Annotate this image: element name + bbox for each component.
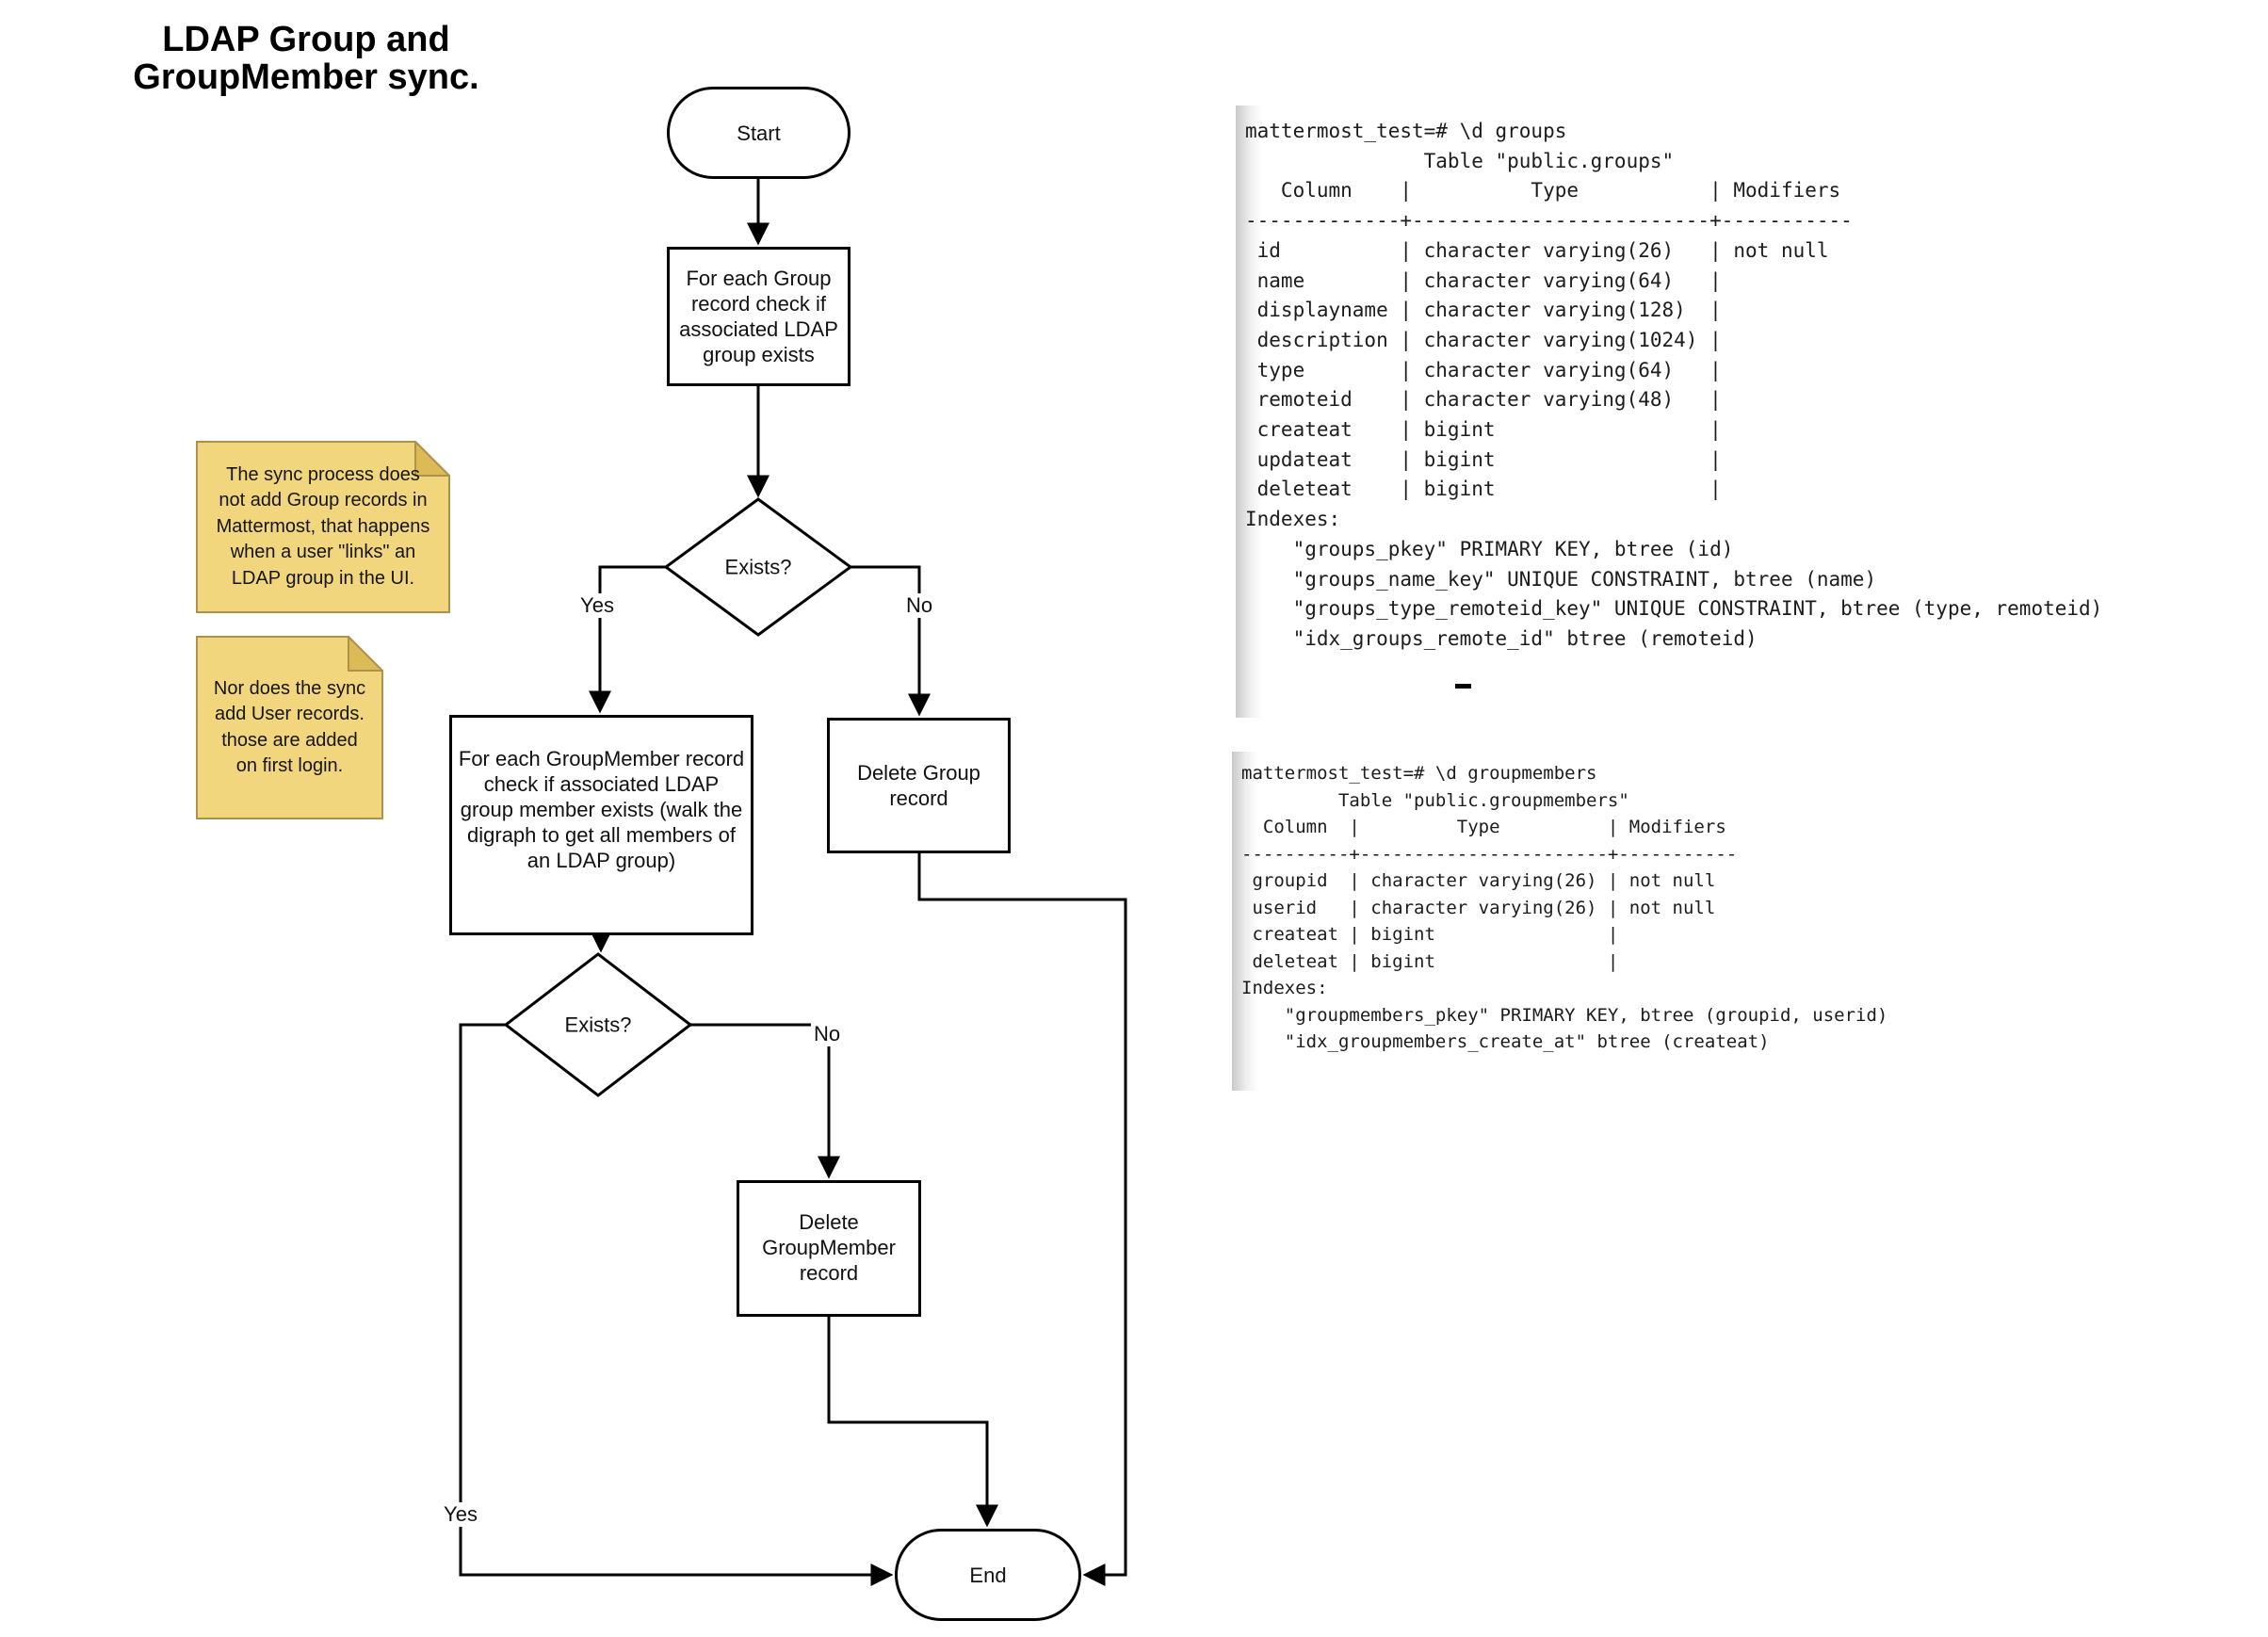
sticky-note-shape: [196, 636, 383, 819]
sticky-note-text: Nor does the sync add User records. thos…: [213, 677, 366, 777]
psql-groups-screenshot: mattermost_test=# \d groups Table "publi…: [1236, 105, 2178, 718]
edge-exists1-yes: [589, 565, 666, 714]
edge-exists1-no: [850, 565, 931, 717]
edge-label-no2: No: [810, 1022, 844, 1046]
sticky-note-user-sync: Nor does the sync add User records. thos…: [196, 636, 383, 819]
edge-label-no1: No: [902, 593, 936, 618]
exists2-label: Exists?: [564, 1013, 632, 1037]
screenshot-left-edge: [1236, 105, 1262, 718]
check-groupmember-node: For each GroupMember record check if ass…: [449, 715, 753, 935]
exists1-diamond: [663, 497, 853, 637]
edge-label-yes2: Yes: [441, 1502, 480, 1527]
edge-delete-group-to-end: [917, 853, 1127, 1586]
delete-groupmember-node: Delete GroupMember record: [737, 1180, 921, 1317]
check-group-node: For each Group record check if associate…: [667, 247, 850, 386]
edge-exists2-yes: [459, 1023, 894, 1586]
psql-groupmembers-output: mattermost_test=# \d groupmembers Table …: [1241, 763, 1888, 1052]
sticky-note-shape: [196, 441, 450, 613]
edge-delete-groupmember-to-end: [827, 1317, 998, 1528]
note-fold-corner: [348, 636, 383, 672]
psql-groups-output: mattermost_test=# \d groups Table "publi…: [1245, 120, 2103, 650]
edge-exists2-no: [690, 1023, 840, 1179]
psql-groupmembers-screenshot: mattermost_test=# \d groupmembers Table …: [1232, 752, 1948, 1091]
delete-group-node: Delete Group record: [827, 718, 1011, 853]
end-node: End: [895, 1529, 1081, 1621]
sticky-note-text: The sync process does not add Group reco…: [216, 463, 430, 589]
exists1-label: Exists?: [724, 555, 792, 579]
note-fold-corner: [414, 441, 450, 477]
exists2-diamond: [503, 952, 693, 1097]
sticky-note-group-sync: The sync process does not add Group reco…: [196, 441, 450, 613]
edge-label-yes1: Yes: [577, 593, 617, 618]
terminal-cursor-dash: [1455, 684, 1471, 689]
screenshot-left-edge: [1232, 752, 1258, 1091]
page-title: LDAP Group and GroupMember sync.: [133, 20, 479, 97]
start-node: Start: [667, 87, 850, 179]
